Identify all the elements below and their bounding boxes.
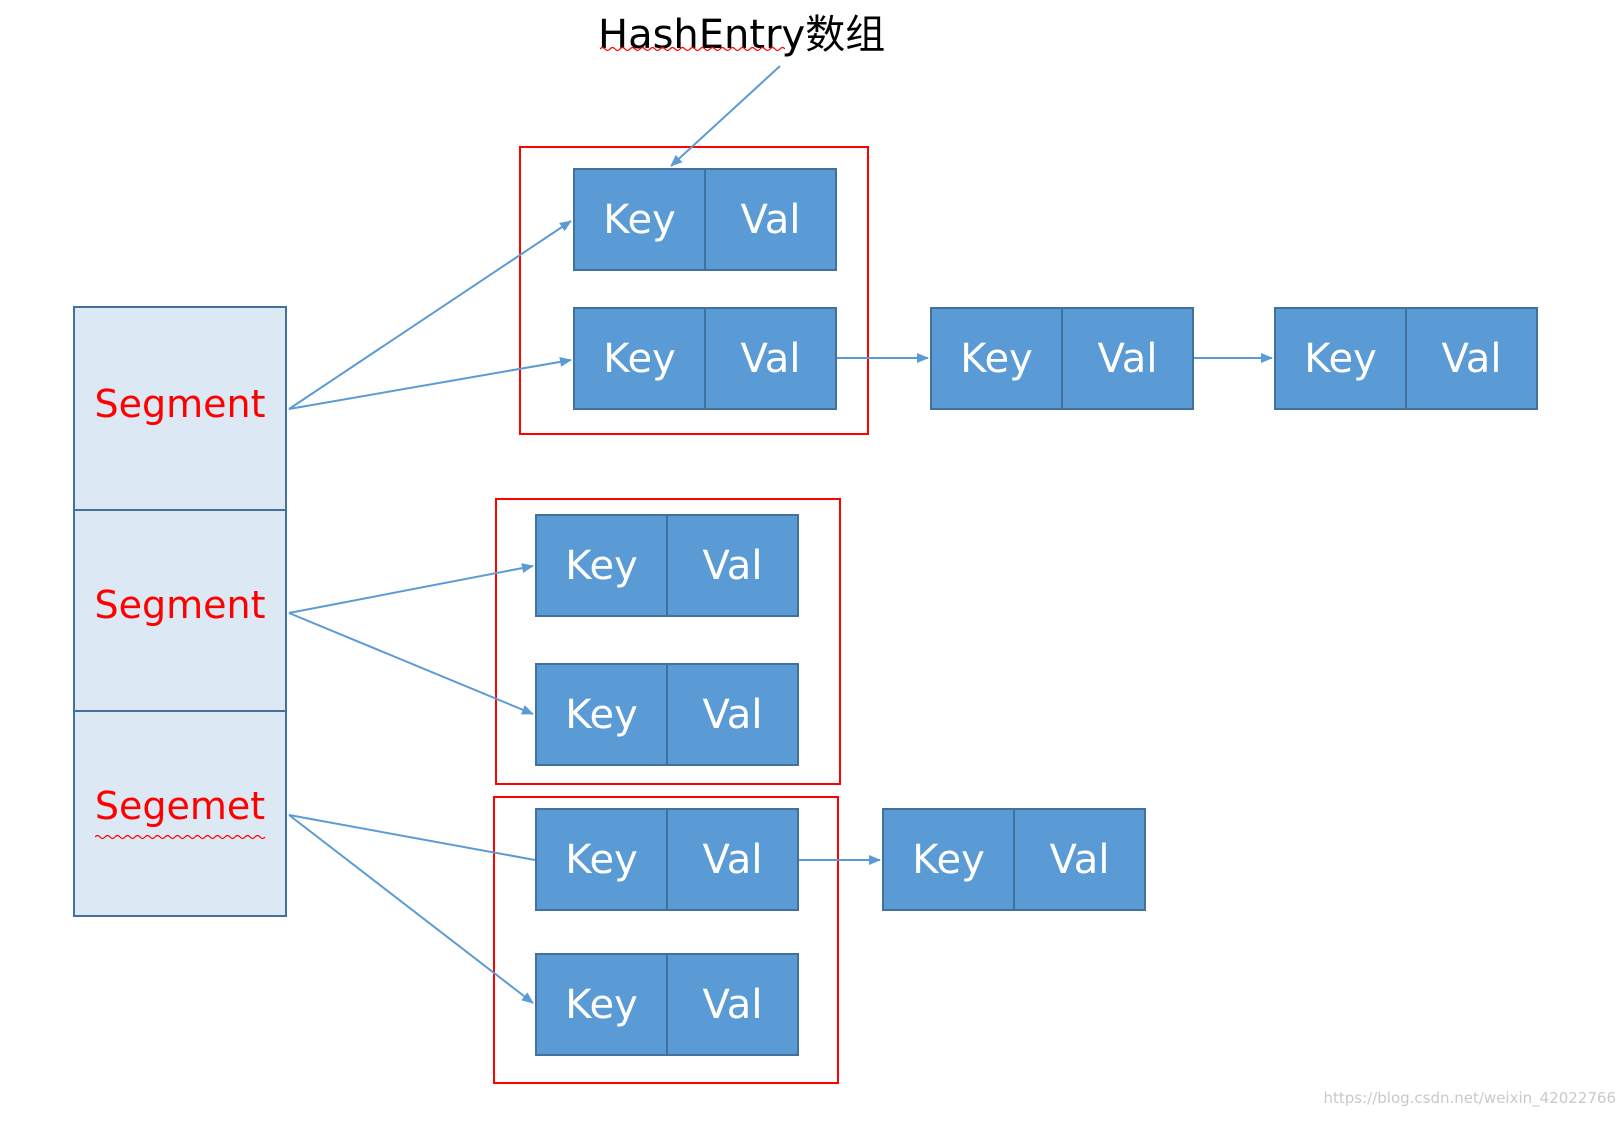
- segment-label: Segment: [94, 583, 266, 627]
- entry-key: Key: [932, 309, 1063, 408]
- segment-label: Segemet: [94, 784, 266, 828]
- hashentry-array-frame: [519, 146, 869, 435]
- entry-key: Key: [575, 309, 706, 408]
- segment-box: Segemet: [73, 710, 287, 917]
- segment-array: Segment Segment Segemet: [73, 306, 287, 917]
- segment-to-entry-arrow: [288, 356, 572, 410]
- entry-val: Val: [702, 981, 763, 1028]
- segment-to-entry-arrow: [288, 814, 534, 1004]
- segment-box: Segment: [73, 509, 287, 712]
- segment-to-entry-arrow: [288, 612, 534, 715]
- entry-key: Key: [537, 955, 668, 1054]
- title-pointer-arrow: [670, 65, 781, 167]
- hashentry-array-frame: [495, 498, 841, 785]
- title-spellcheck-underline: [600, 46, 785, 52]
- hashentry-node: Key Val: [535, 953, 799, 1056]
- segment-to-entry-arrow: [288, 220, 572, 410]
- hashentry-array-frame: [493, 796, 839, 1084]
- segment-to-entry-line: [288, 814, 536, 861]
- entry-key: Key: [575, 170, 706, 269]
- hashentry-node: Key Val: [573, 307, 837, 410]
- segment-box: Segment: [73, 306, 287, 511]
- hashentry-node: Key Val: [535, 514, 799, 617]
- watermark: https://blog.csdn.net/weixin_42022766: [1323, 1089, 1616, 1107]
- entry-key: Key: [884, 810, 1015, 909]
- entry-val: Val: [702, 691, 763, 738]
- hashentry-node: Key Val: [882, 808, 1146, 911]
- entry-val: Val: [740, 196, 801, 243]
- hashentry-node: Key Val: [573, 168, 837, 271]
- entry-val: Val: [702, 836, 763, 883]
- segment-label-spellcheck-underline: [95, 834, 266, 840]
- hashentry-node: Key Val: [535, 663, 799, 766]
- entry-val: Val: [1097, 335, 1158, 382]
- entry-key: Key: [537, 665, 668, 764]
- hashentry-node: Key Val: [930, 307, 1194, 410]
- entry-key: Key: [1276, 309, 1407, 408]
- hashentry-node: Key Val: [1274, 307, 1538, 410]
- hashentry-node: Key Val: [535, 808, 799, 911]
- entry-key: Key: [537, 516, 668, 615]
- entry-val: Val: [1441, 335, 1502, 382]
- entry-key: Key: [537, 810, 668, 909]
- entry-val: Val: [740, 335, 801, 382]
- entry-val: Val: [702, 542, 763, 589]
- segment-label: Segment: [94, 382, 266, 426]
- segment-to-entry-arrow: [288, 563, 534, 614]
- entry-val: Val: [1049, 836, 1110, 883]
